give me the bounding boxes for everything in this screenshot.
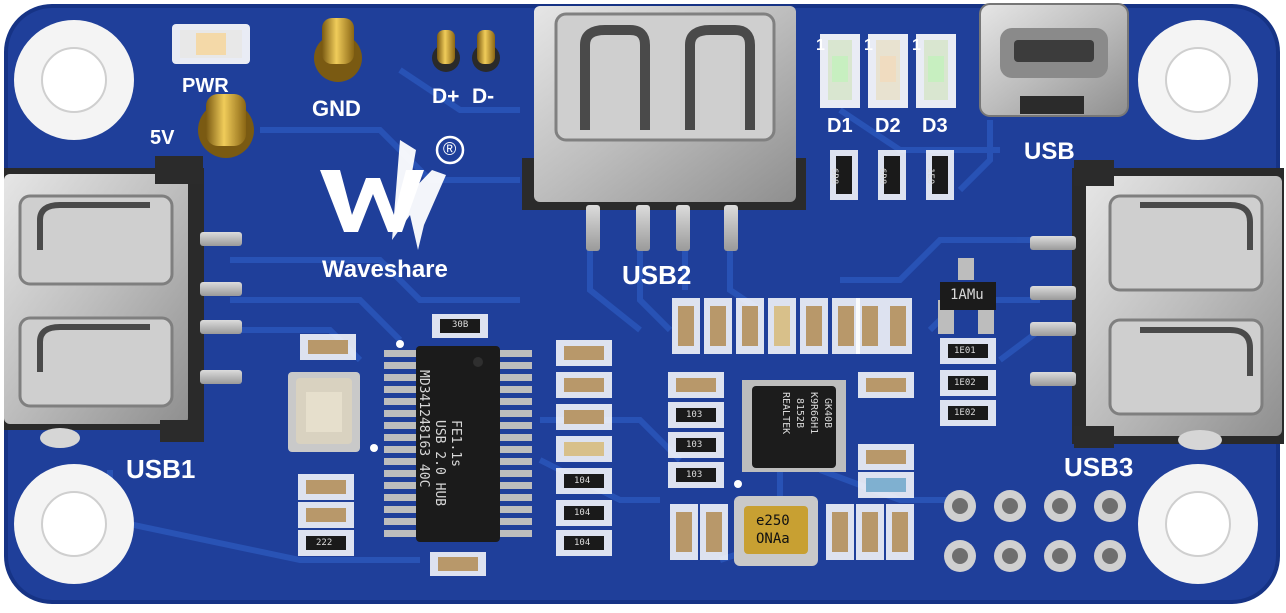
r-vreg-mark-3: 1E02 xyxy=(954,408,976,418)
realtek-chip xyxy=(742,380,846,472)
r-vreg-mark-2: 1E02 xyxy=(954,378,976,388)
r-mid-mark-2: 104 xyxy=(574,508,591,518)
header-pads xyxy=(944,490,1126,572)
status-leds xyxy=(820,34,956,108)
usb2-port xyxy=(522,6,806,251)
hub-chip-line-2: USB 2.0 HUB xyxy=(432,420,447,507)
led-res-mark-1: 6R8 xyxy=(829,168,839,185)
brand-label: Waveshare xyxy=(322,256,448,283)
waveshare-logo-mark xyxy=(320,135,465,250)
d1-label: D1 xyxy=(827,115,853,137)
realtek-line-4: GK40B xyxy=(822,398,833,429)
r-top-mark: 30B xyxy=(452,320,469,330)
5v-label: 5V xyxy=(150,127,175,149)
regulator xyxy=(938,258,996,334)
pwr-led xyxy=(172,24,250,64)
r-realtek-mark-1: 103 xyxy=(686,410,703,420)
led-resistors xyxy=(830,150,954,200)
led-mark-2: 1 xyxy=(864,37,873,54)
realtek-line-1: REALTEK xyxy=(780,392,791,435)
realtek-line-2: 8152B xyxy=(794,398,805,429)
usb3-label: USB3 xyxy=(1064,452,1134,482)
usb3-port xyxy=(1030,160,1284,450)
registered-mark: ® xyxy=(443,139,457,159)
pogo-pins xyxy=(198,18,500,158)
r-bottom-mark: 222 xyxy=(316,538,333,548)
led-mark-1: 1 xyxy=(816,37,825,54)
usb1-label: USB1 xyxy=(126,454,196,484)
mounting-holes xyxy=(14,20,1258,584)
gnd-label: GND xyxy=(312,96,361,121)
d2-label: D2 xyxy=(875,115,901,137)
r-mid-mark-1: 104 xyxy=(574,476,591,486)
led-res-mark-2: 6R8 xyxy=(877,168,887,185)
usb1-port xyxy=(4,156,242,448)
crystal-bottom xyxy=(734,496,818,566)
r-realtek-mark-2: 103 xyxy=(686,440,703,450)
usb2-label: USB2 xyxy=(622,260,692,290)
hub-chip-line-1: FE1.1s xyxy=(448,420,463,467)
crystal-line-2: ONAa xyxy=(756,531,790,547)
d-plus-label: D+ xyxy=(432,85,460,108)
led-res-mark-3: 1E0 xyxy=(925,168,935,185)
realtek-line-3: K9R66H1 xyxy=(808,392,819,435)
d-minus-label: D- xyxy=(472,85,495,108)
r-realtek-mark-3: 103 xyxy=(686,470,703,480)
led-mark-3: 1 xyxy=(912,37,921,54)
usb-label: USB xyxy=(1024,138,1075,165)
micro-usb-port xyxy=(979,3,1129,117)
crystal-left xyxy=(288,372,360,452)
hub-chip-line-3: MD341248163 40C xyxy=(416,370,431,488)
regulator-mark: 1AMu xyxy=(950,287,984,303)
crystal-line-1: e250 xyxy=(756,513,790,529)
r-vreg-mark-1: 1E01 xyxy=(954,346,976,356)
hub-chip xyxy=(384,346,532,542)
d3-label: D3 xyxy=(922,115,948,137)
r-mid-mark-3: 104 xyxy=(574,538,591,548)
pwr-label: PWR xyxy=(182,75,229,97)
passives xyxy=(298,298,996,576)
